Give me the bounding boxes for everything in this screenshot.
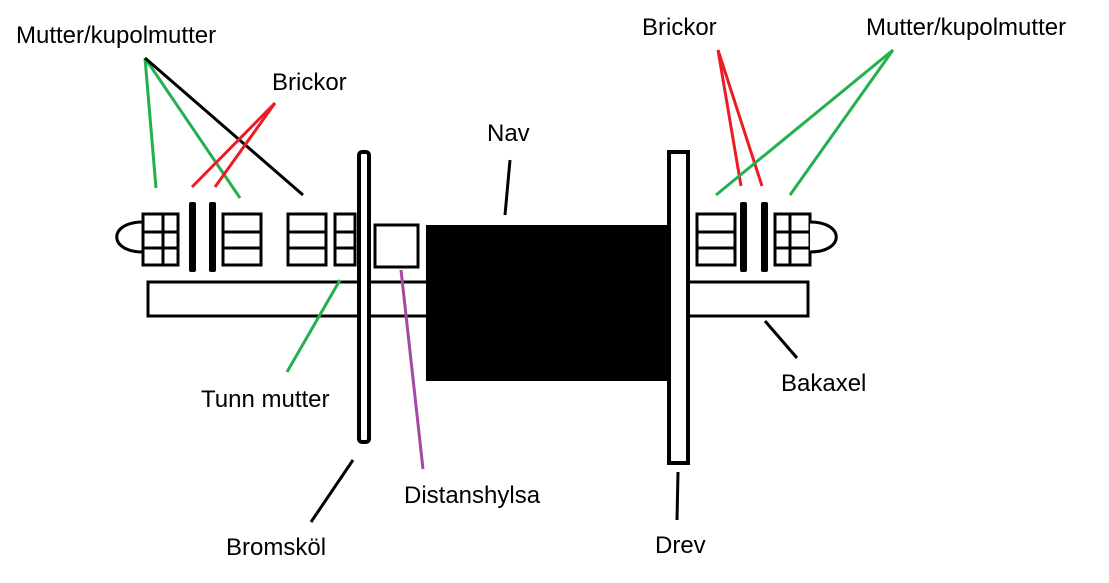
thin-nut <box>333 212 357 267</box>
leader-sprocket <box>675 471 680 521</box>
leader-right-nut <box>715 48 894 197</box>
left-dome-nut <box>141 212 180 267</box>
leader-left-inner-nut <box>144 56 304 197</box>
label-nav: Nav <box>487 120 530 147</box>
right-dome-nut <box>773 212 812 267</box>
leader-left-domenut <box>143 57 158 189</box>
brake-plate <box>357 150 371 444</box>
left-dome-cap <box>115 220 144 254</box>
sprocket-plate <box>667 150 690 465</box>
leader-thin-nut <box>285 279 342 373</box>
leader-left-washer-1 <box>190 101 277 189</box>
left-washer-1 <box>189 202 196 272</box>
right-nut <box>695 212 737 267</box>
leader-right-domenut <box>788 49 895 196</box>
label-bromskol: Bromsköl <box>226 534 326 561</box>
label-tunn-mutter: Tunn mutter <box>201 386 330 413</box>
right-washer-1 <box>740 202 747 272</box>
left-nut <box>221 212 263 267</box>
label-mutter-left: Mutter/kupolmutter <box>16 22 216 49</box>
leader-brake <box>309 459 355 523</box>
leader-right-washer-1 <box>716 49 743 187</box>
label-mutter-right: Mutter/kupolmutter <box>866 14 1066 41</box>
label-brickor-left: Brickor <box>272 69 347 96</box>
right-dome-cap <box>809 220 838 254</box>
leader-left-washer-2 <box>213 102 277 188</box>
label-distanshylsa: Distanshylsa <box>404 482 541 509</box>
leader-axle <box>763 320 799 359</box>
right-washer-2 <box>761 202 768 272</box>
label-brickor-right: Brickor <box>642 14 717 41</box>
hub <box>426 225 671 381</box>
leader-right-washer-2 <box>716 49 764 187</box>
left-nut-inner <box>286 212 328 267</box>
left-washer-2 <box>209 202 216 272</box>
leader-hub <box>503 159 512 216</box>
label-drev: Drev <box>655 532 706 559</box>
leader-spacer <box>399 269 425 470</box>
label-bakaxel: Bakaxel <box>781 370 866 397</box>
spacer-sleeve <box>373 223 420 269</box>
